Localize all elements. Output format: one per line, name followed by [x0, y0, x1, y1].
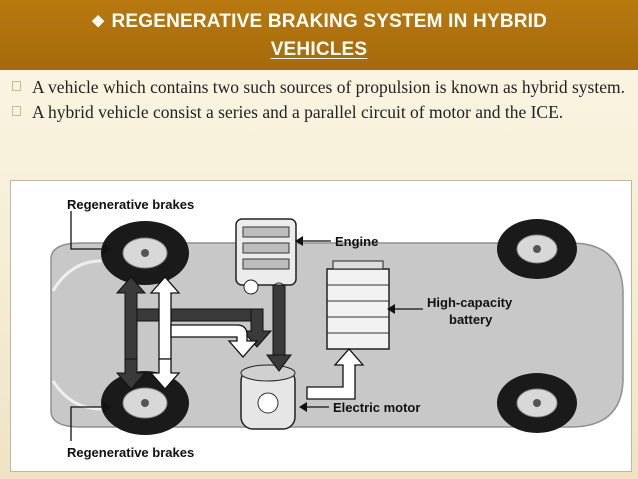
callout-arrowhead	[103, 401, 111, 413]
bullet-item: A hybrid vehicle consist a series and a …	[12, 101, 632, 123]
hybrid-vehicle-diagram: Regenerative brakes Regenerative brakes …	[10, 180, 632, 472]
bullet-text: A vehicle which contains two such source…	[32, 77, 625, 97]
label-regen-top: Regenerative brakes	[67, 197, 194, 212]
bullet-text: A hybrid vehicle consist a series and a …	[32, 102, 564, 122]
car-body-highlight	[51, 380, 102, 411]
bullet-marker-icon	[12, 106, 21, 116]
title-line-2: VEHICLES	[270, 39, 368, 60]
wheel-icon	[497, 219, 577, 279]
label-regen-bottom: Regenerative brakes	[67, 445, 194, 460]
title-bar	[0, 0, 638, 70]
label-battery-line1: High-capacity	[427, 295, 513, 310]
battery-icon	[326, 260, 390, 350]
callout-arrowhead	[299, 402, 307, 412]
engine-power-arrow	[115, 276, 292, 390]
engine-icon	[235, 218, 297, 296]
label-electric-motor: Electric motor	[333, 400, 420, 415]
callout-arrowhead	[387, 304, 395, 314]
callout-lines	[70, 211, 423, 441]
callout-arrowhead	[103, 243, 111, 255]
diamond-bullet-icon: ❖	[90, 14, 106, 31]
bullet-marker-icon	[12, 81, 21, 91]
regen-energy-arrow	[149, 276, 365, 400]
wheel-icon	[101, 371, 189, 435]
slide-title: ❖ REGENERATIVE BRAKING SYSTEM IN HYBRID V…	[0, 8, 638, 63]
bullet-item: A vehicle which contains two such source…	[12, 76, 632, 98]
diagram-svg: Regenerative brakes Regenerative brakes …	[50, 197, 624, 460]
callout-arrowhead	[295, 236, 303, 246]
wheel-icon	[101, 221, 189, 285]
bullet-list: A vehicle which contains two such source…	[12, 76, 632, 126]
car-body-highlight	[51, 259, 102, 292]
wheel-icon	[497, 373, 577, 433]
electric-motor-icon	[240, 364, 296, 430]
label-engine: Engine	[335, 234, 378, 249]
label-battery-line2: battery	[449, 312, 493, 327]
title-line-1: REGENERATIVE BRAKING SYSTEM IN HYBRID	[111, 11, 548, 32]
